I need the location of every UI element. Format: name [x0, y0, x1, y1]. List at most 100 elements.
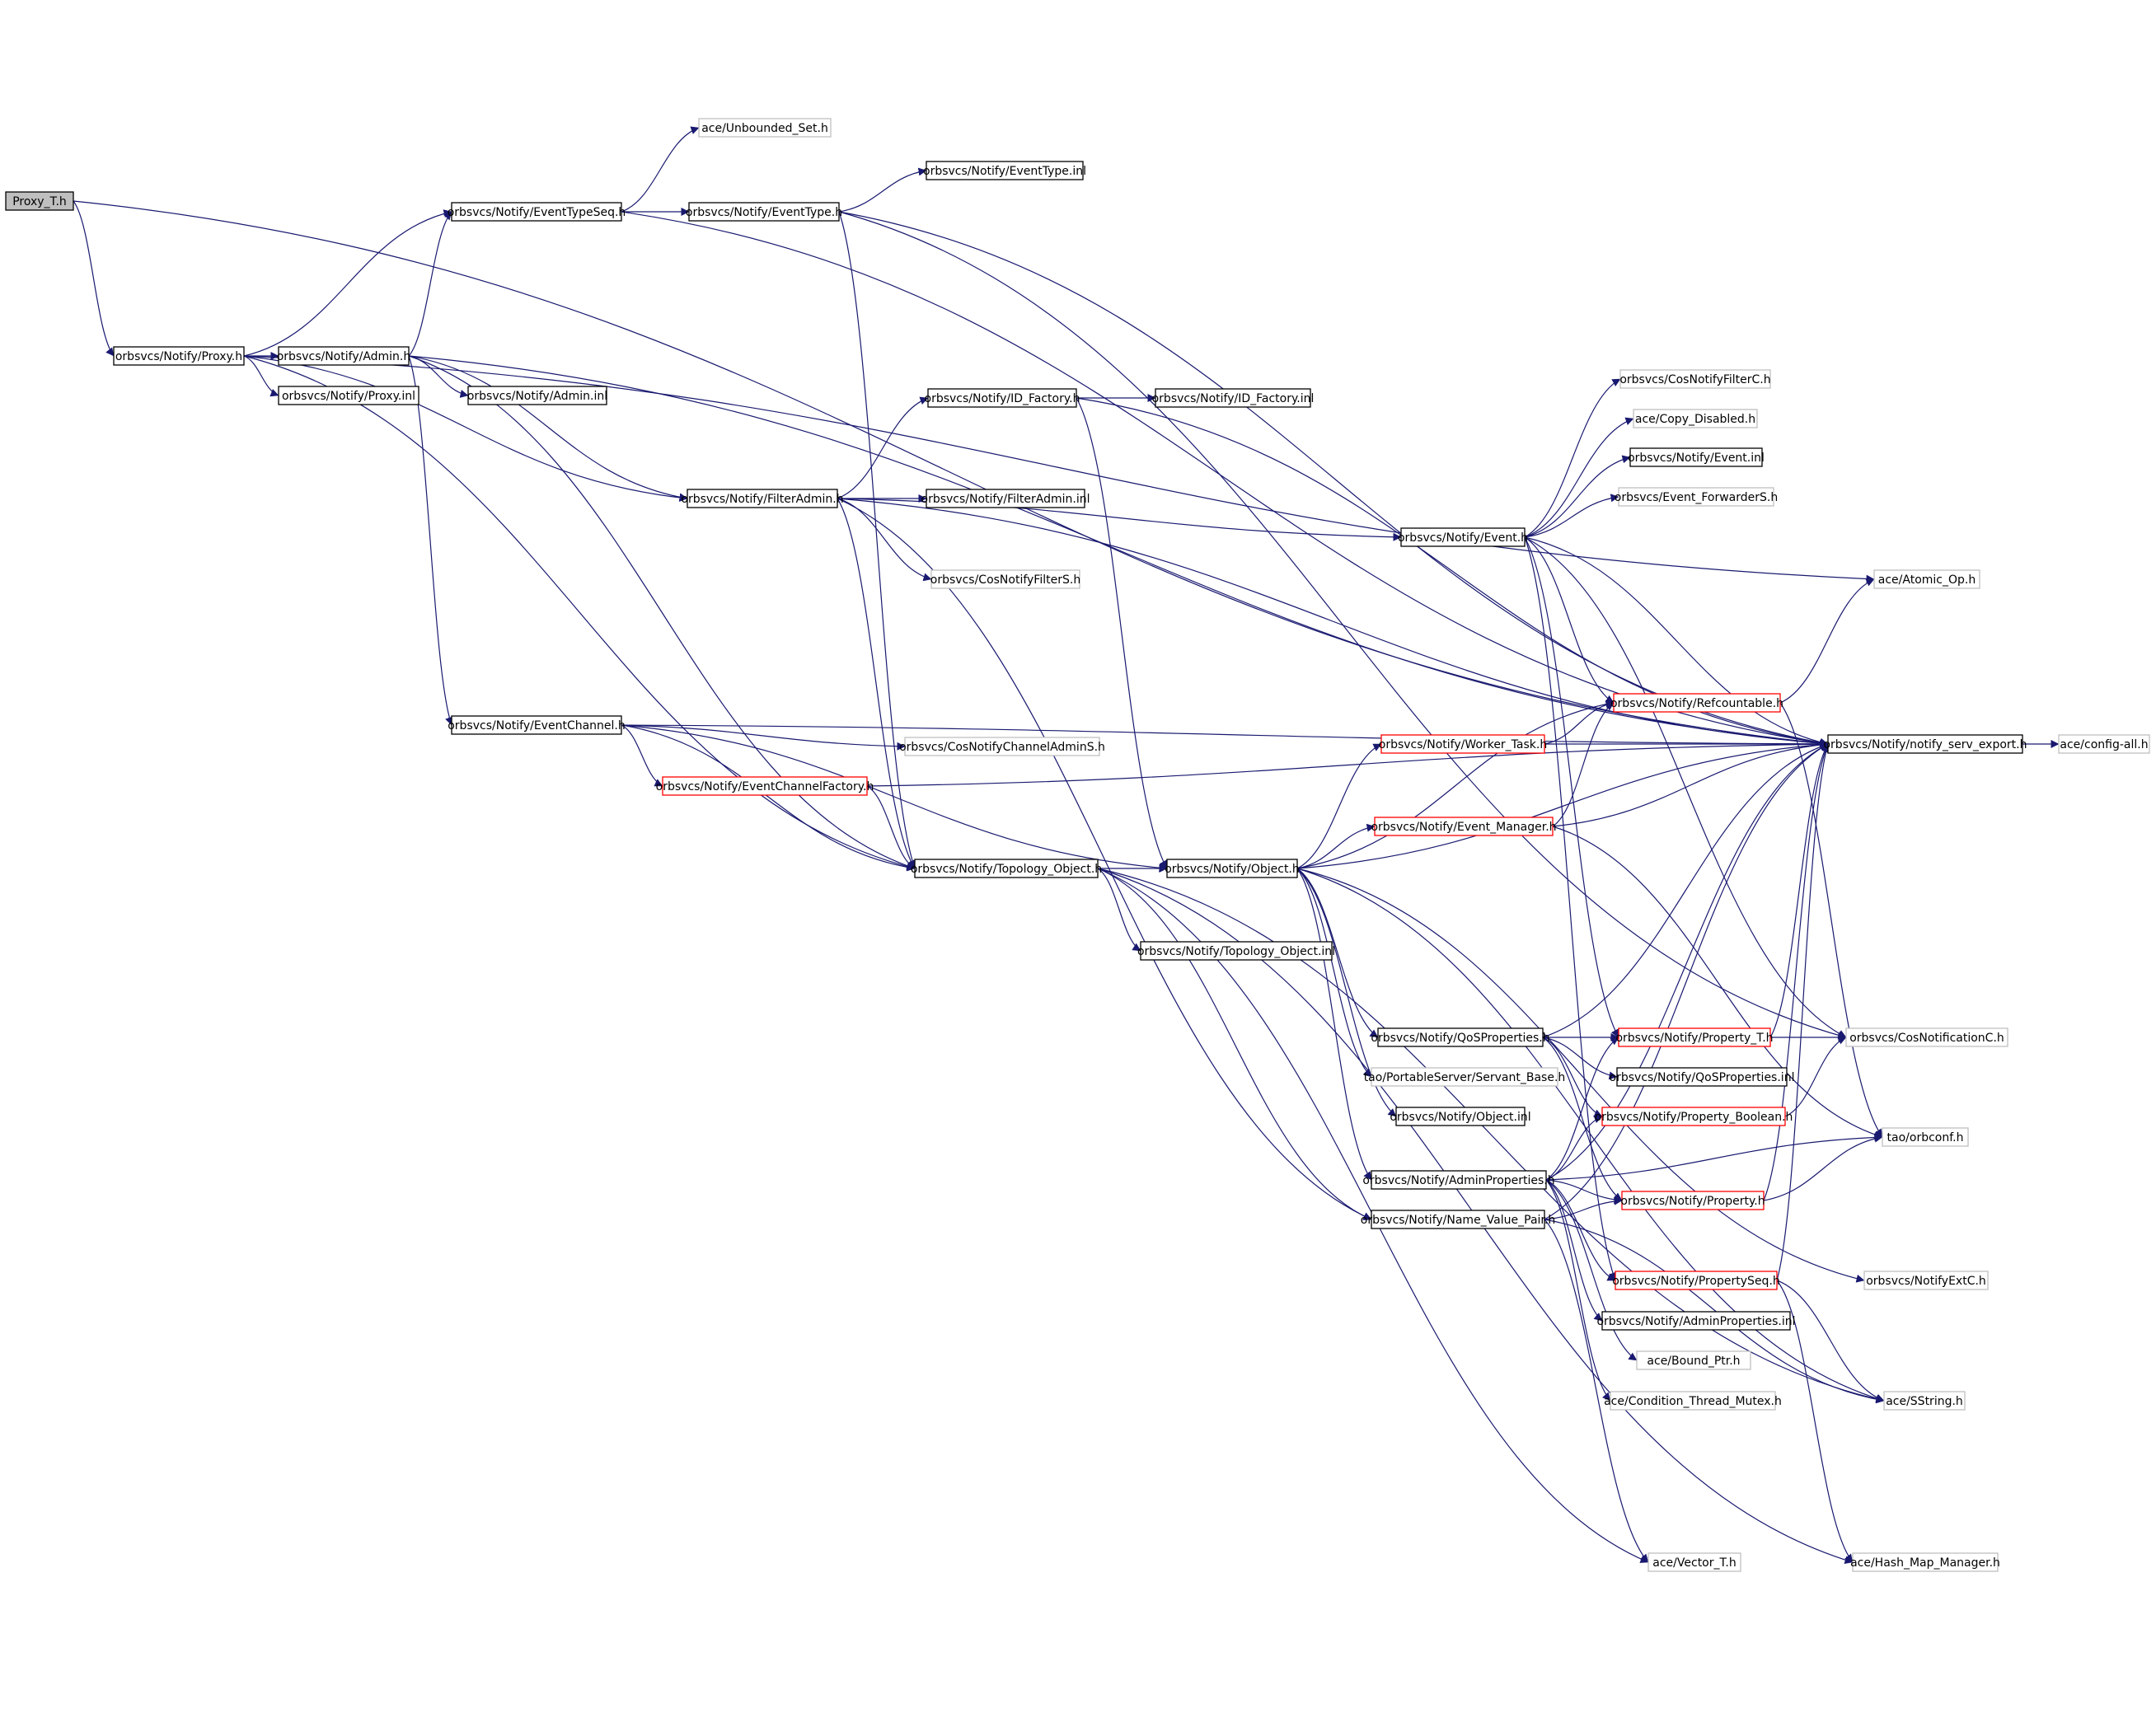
node-admin-h[interactable]: orbsvcs/Notify/Admin.h	[277, 346, 411, 366]
node-proxy-inl[interactable]: orbsvcs/Notify/Proxy.inl	[278, 386, 419, 405]
node-filteradmin-inl[interactable]: orbsvcs/Notify/FilterAdmin.inl	[921, 489, 1090, 508]
edge-eventchannel_h-to-cosnotifychanneladmins	[621, 724, 906, 751]
edge-adminproperties_h-to-notify_serv_export	[1545, 743, 1829, 1181]
node-label: orbsvcs/Notify/Worker_Task.h	[1379, 738, 1547, 751]
node-property-t-h[interactable]: orbsvcs/Notify/Property_T.h	[1615, 1027, 1774, 1047]
node-cosnotifychanneladmins[interactable]: orbsvcs/CosNotifyChannelAdminS.h	[899, 737, 1105, 756]
node-adminproperties-inl[interactable]: orbsvcs/Notify/AdminProperties.inl	[1596, 1311, 1796, 1331]
edge-qosproperties_h-to-notify_serv_export	[1542, 742, 1829, 1038]
node-box	[688, 202, 840, 222]
node-atomic-op[interactable]: ace/Atomic_Op.h	[1873, 569, 1980, 589]
edge-qosproperties_h-to-qosproperties_inl	[1542, 1037, 1618, 1080]
node-eventtype-inl[interactable]: orbsvcs/Notify/EventType.inl	[923, 161, 1086, 180]
node-label: orbsvcs/Notify/Property.h	[1620, 1195, 1765, 1208]
node-notifyextc[interactable]: orbsvcs/NotifyExtC.h	[1863, 1271, 1989, 1290]
edge-qosproperties_h-to-property_boolean_h	[1542, 1037, 1603, 1117]
node-admin-inl[interactable]: orbsvcs/Notify/Admin.inl	[467, 386, 607, 405]
node-propertyseq-h[interactable]: orbsvcs/Notify/PropertySeq.h	[1612, 1271, 1780, 1290]
node-notify-serv-export[interactable]: orbsvcs/Notify/notify_serv_export.h	[1823, 734, 2027, 754]
node-box	[1647, 1552, 1741, 1572]
node-condition-thread-mutex[interactable]: ace/Condition_Thread_Mutex.h	[1604, 1391, 1782, 1411]
node-event-manager-h[interactable]: orbsvcs/Notify/Event_Manager.h	[1371, 817, 1557, 836]
node-topology-object-h[interactable]: orbsvcs/Notify/Topology_Object.h	[911, 859, 1102, 878]
edge-propertyseq_h-to-sstring	[1776, 1280, 1885, 1402]
node-filteradmin-h[interactable]: orbsvcs/Notify/FilterAdmin.h	[681, 489, 844, 508]
node-proxy-t[interactable]: Proxy_T.h	[5, 191, 74, 211]
edge-object_h-to-qosproperties_h	[1296, 868, 1379, 1038]
node-eventchannel-h[interactable]: orbsvcs/Notify/EventChannel.h	[448, 715, 626, 735]
edge-object_h-to-notifyextc	[1296, 868, 1865, 1283]
node-label: orbsvcs/Notify/ID_Factory.h	[925, 392, 1080, 405]
node-object-inl[interactable]: orbsvcs/Notify/Object.inl	[1390, 1107, 1531, 1126]
node-label: orbsvcs/Notify/Topology_Object.inl	[1137, 945, 1335, 958]
edge-event_manager_h-to-orbconf	[1552, 826, 1883, 1139]
node-box	[451, 715, 622, 735]
node-label: orbsvcs/Notify/Property_Boolean.h	[1595, 1111, 1793, 1124]
edge-event_h-to-event_inl	[1524, 455, 1631, 538]
node-bound-ptr[interactable]: ace/Bound_Ptr.h	[1636, 1350, 1751, 1370]
node-label: orbsvcs/Notify/FilterAdmin.h	[681, 493, 843, 506]
node-box	[1377, 1027, 1544, 1047]
node-cosnotifyfilterc[interactable]: orbsvcs/CosNotifyFilterC.h	[1619, 369, 1771, 389]
node-copy-disabled[interactable]: ace/Copy_Disabled.h	[1633, 409, 1758, 428]
node-box	[1827, 734, 2023, 754]
node-box	[1616, 1067, 1788, 1087]
node-event-h[interactable]: orbsvcs/Notify/Event.h	[1398, 527, 1528, 547]
edge-object_h-to-event_manager_h	[1296, 823, 1376, 869]
node-box	[1155, 388, 1311, 408]
node-proxy-h[interactable]: orbsvcs/Notify/Proxy.h	[113, 346, 245, 366]
node-eventtype-h[interactable]: orbsvcs/Notify/EventType.h	[686, 202, 842, 222]
node-adminproperties-h[interactable]: orbsvcs/Notify/AdminProperties.h	[1362, 1170, 1555, 1190]
edge-admin_h-to-filteradmin_h	[408, 355, 688, 502]
node-label: ace/Condition_Thread_Mutex.h	[1604, 1395, 1782, 1408]
node-id-factory-h[interactable]: orbsvcs/Notify/ID_Factory.h	[925, 388, 1080, 408]
node-vector-t[interactable]: ace/Vector_T.h	[1647, 1552, 1741, 1572]
node-cosnotifyfilters[interactable]: orbsvcs/CosNotifyFilterS.h	[930, 569, 1080, 589]
node-property-h[interactable]: orbsvcs/Notify/Property.h	[1620, 1191, 1765, 1210]
node-property-boolean-h[interactable]: orbsvcs/Notify/Property_Boolean.h	[1595, 1107, 1793, 1126]
node-object-h[interactable]: orbsvcs/Notify/Object.h	[1165, 859, 1300, 878]
edge-adminproperties_h-to-adminproperties_inl	[1545, 1179, 1603, 1322]
node-box	[1882, 1127, 1969, 1147]
edge-eventchannelfactory_h-to-topology_object_h	[866, 785, 916, 869]
node-box	[1613, 693, 1781, 713]
node-eventtypeseq-h[interactable]: orbsvcs/Notify/EventTypeSeq.h	[448, 202, 626, 222]
node-box	[1845, 1027, 2008, 1047]
node-label: orbsvcs/Notify/Admin.inl	[467, 390, 607, 403]
node-label: tao/orbconf.h	[1887, 1131, 1964, 1144]
node-qosproperties-h[interactable]: orbsvcs/Notify/QoSProperties.h	[1371, 1027, 1550, 1047]
edge-propertyseq_h-to-notify_serv_export	[1776, 743, 1830, 1281]
node-box	[1601, 1107, 1786, 1126]
node-eventchannelfactory-h[interactable]: orbsvcs/Notify/EventChannelFactory.h	[656, 776, 874, 796]
node-cosnotificationc[interactable]: orbsvcs/CosNotificationC.h	[1845, 1027, 2008, 1047]
node-box	[914, 859, 1099, 878]
node-box	[1852, 1552, 1999, 1572]
node-sstring[interactable]: ace/SString.h	[1883, 1391, 1966, 1411]
edge-admin_h-to-topology_object_h	[408, 355, 916, 870]
node-topology-object-inl[interactable]: orbsvcs/Notify/Topology_Object.inl	[1137, 941, 1335, 961]
edge-eventtype_h-to-topology_object_h	[838, 211, 916, 869]
node-worker-task-h[interactable]: orbsvcs/Notify/Worker_Task.h	[1379, 734, 1547, 754]
node-servant-base[interactable]: tao/PortableServer/Servant_Base.h	[1364, 1067, 1566, 1087]
node-label: ace/Unbounded_Set.h	[701, 122, 828, 135]
node-id-factory-inl[interactable]: orbsvcs/Notify/ID_Factory.inl	[1152, 388, 1315, 408]
node-refcountable-h[interactable]: orbsvcs/Notify/Refcountable.h	[1610, 693, 1783, 713]
node-config-all[interactable]: ace/config-all.h	[2058, 734, 2150, 754]
node-label: Proxy_T.h	[12, 195, 67, 208]
node-qosproperties-inl[interactable]: orbsvcs/Notify/QoSProperties.inl	[1610, 1067, 1795, 1087]
node-box	[687, 489, 838, 508]
node-box	[1873, 569, 1980, 589]
node-event-inl[interactable]: orbsvcs/Notify/Event.inl	[1628, 447, 1765, 467]
edge-property_t_h-to-notify_serv_export	[1769, 743, 1829, 1038]
node-unbounded-set[interactable]: ace/Unbounded_Set.h	[698, 118, 832, 138]
node-box	[1380, 734, 1545, 754]
node-label: orbsvcs/Notify/EventType.inl	[923, 165, 1086, 178]
node-box	[1636, 1350, 1751, 1370]
node-box	[278, 386, 419, 405]
node-name-value-pair-h[interactable]: orbsvcs/Notify/Name_Value_Pair.h	[1361, 1210, 1555, 1229]
node-event-forwarders[interactable]: orbsvcs/Event_ForwarderS.h	[1615, 487, 1778, 507]
node-orbconf[interactable]: tao/orbconf.h	[1882, 1127, 1969, 1147]
node-hash-map-manager[interactable]: ace/Hash_Map_Manager.h	[1850, 1552, 2000, 1572]
edge-event_h-to-notify_serv_export	[1524, 536, 1829, 746]
